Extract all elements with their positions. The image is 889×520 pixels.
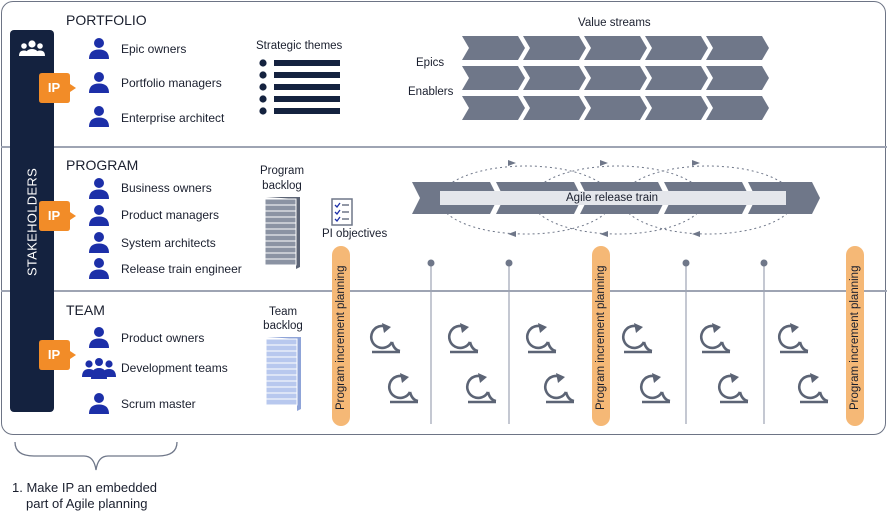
role-scrum-master: Scrum master bbox=[121, 397, 196, 411]
sprint-cycle-icon bbox=[717, 373, 749, 404]
person-icon bbox=[89, 327, 109, 348]
program-team-divider bbox=[1, 290, 887, 292]
role-development-teams: Development teams bbox=[121, 361, 228, 375]
role-portfolio-managers: Portfolio managers bbox=[121, 76, 222, 90]
ip-badge-label: IP bbox=[47, 80, 61, 95]
strategic-themes-label: Strategic themes bbox=[256, 40, 343, 52]
iteration-dividers bbox=[427, 259, 768, 424]
sprint-cycle-icon bbox=[447, 323, 479, 354]
pi-planning-bar-2 bbox=[592, 246, 610, 426]
role-product-owners: Product owners bbox=[121, 331, 205, 345]
pi-objectives-label: PI objectives bbox=[322, 228, 388, 240]
stakeholders-label: STAKEHOLDERS bbox=[24, 167, 40, 277]
sprint-cycle-icon bbox=[369, 323, 401, 354]
person-icon bbox=[89, 106, 109, 127]
sprint-cycle-icon bbox=[699, 323, 731, 354]
program-backlog-stack bbox=[264, 197, 300, 269]
person-icon bbox=[89, 393, 109, 414]
pi-planning-label-1: Program increment planning bbox=[335, 265, 347, 410]
sprint-cycle-icon bbox=[621, 323, 653, 354]
sprint-cycle-icon bbox=[797, 373, 829, 404]
sprint-cycle-icon bbox=[387, 373, 419, 404]
strategic-themes-list-icon bbox=[259, 59, 340, 115]
role-product-managers: Product managers bbox=[121, 208, 220, 222]
footnote-line-1: 1. Make IP an embedded bbox=[12, 480, 158, 495]
portfolio-title: PORTFOLIO bbox=[66, 12, 147, 28]
role-release-train-engineer: Release train engineer bbox=[121, 262, 242, 276]
sprint-cycle-icon bbox=[639, 373, 671, 404]
pi-planning-label-3: Program increment planning bbox=[849, 265, 861, 410]
role-business-owners: Business owners bbox=[121, 181, 212, 195]
person-icon bbox=[89, 38, 109, 59]
ip-badge-label: IP bbox=[47, 208, 61, 223]
sprint-cycle-icon bbox=[465, 373, 497, 404]
team-backlog-stack bbox=[265, 337, 301, 411]
ip-badge-label: IP bbox=[47, 347, 61, 362]
sprint-cycle-icon bbox=[525, 323, 557, 354]
team-backlog-label-2: backlog bbox=[263, 320, 303, 332]
program-backlog-label-1: Program bbox=[259, 165, 305, 177]
ip-badge-shape bbox=[39, 73, 76, 103]
agile-release-train-label: Agile release train bbox=[566, 192, 659, 204]
team-title: TEAM bbox=[66, 302, 105, 318]
epics-label: Epics bbox=[416, 57, 445, 69]
portfolio-program-divider bbox=[1, 146, 887, 148]
pi-objectives-checklist-icon bbox=[331, 198, 353, 226]
person-icon bbox=[89, 72, 109, 93]
ip-badge-portfolio: IP bbox=[39, 73, 77, 103]
ip-badge-program: IP bbox=[39, 201, 77, 231]
pi-planning-label-2: Program increment planning bbox=[595, 265, 607, 410]
footnote: 1. Make IP an embedded part of Agile pla… bbox=[12, 480, 157, 512]
team-icon bbox=[82, 358, 116, 379]
enablers-label: Enablers bbox=[408, 86, 454, 98]
ip-badge-shape bbox=[39, 201, 76, 231]
role-enterprise-architect: Enterprise architect bbox=[121, 111, 225, 125]
program-title: PROGRAM bbox=[66, 157, 139, 173]
sprint-cycle-icon bbox=[543, 373, 575, 404]
ip-badge-team: IP bbox=[39, 340, 77, 370]
ip-badge-shape bbox=[39, 340, 76, 370]
pi-planning-bar-1 bbox=[332, 246, 350, 426]
role-system-architects: System architects bbox=[121, 236, 216, 250]
agile-release-train bbox=[412, 160, 820, 237]
group-icon bbox=[19, 40, 45, 56]
value-streams-label: Value streams bbox=[578, 17, 651, 29]
footnote-line-2: part of Agile planning bbox=[26, 496, 148, 511]
person-icon bbox=[89, 178, 109, 199]
pi-planning-bar-3 bbox=[846, 246, 864, 426]
team-backlog-label-1: Team bbox=[268, 306, 298, 318]
person-icon bbox=[89, 232, 109, 253]
person-icon bbox=[89, 258, 109, 279]
sprint-cycle-icon bbox=[777, 323, 809, 354]
person-icon bbox=[89, 205, 109, 226]
stakeholders-brace bbox=[14, 441, 178, 471]
role-epic-owners: Epic owners bbox=[121, 42, 187, 56]
program-backlog-label-2: backlog bbox=[262, 180, 302, 192]
value-streams-chevrons bbox=[462, 36, 769, 120]
